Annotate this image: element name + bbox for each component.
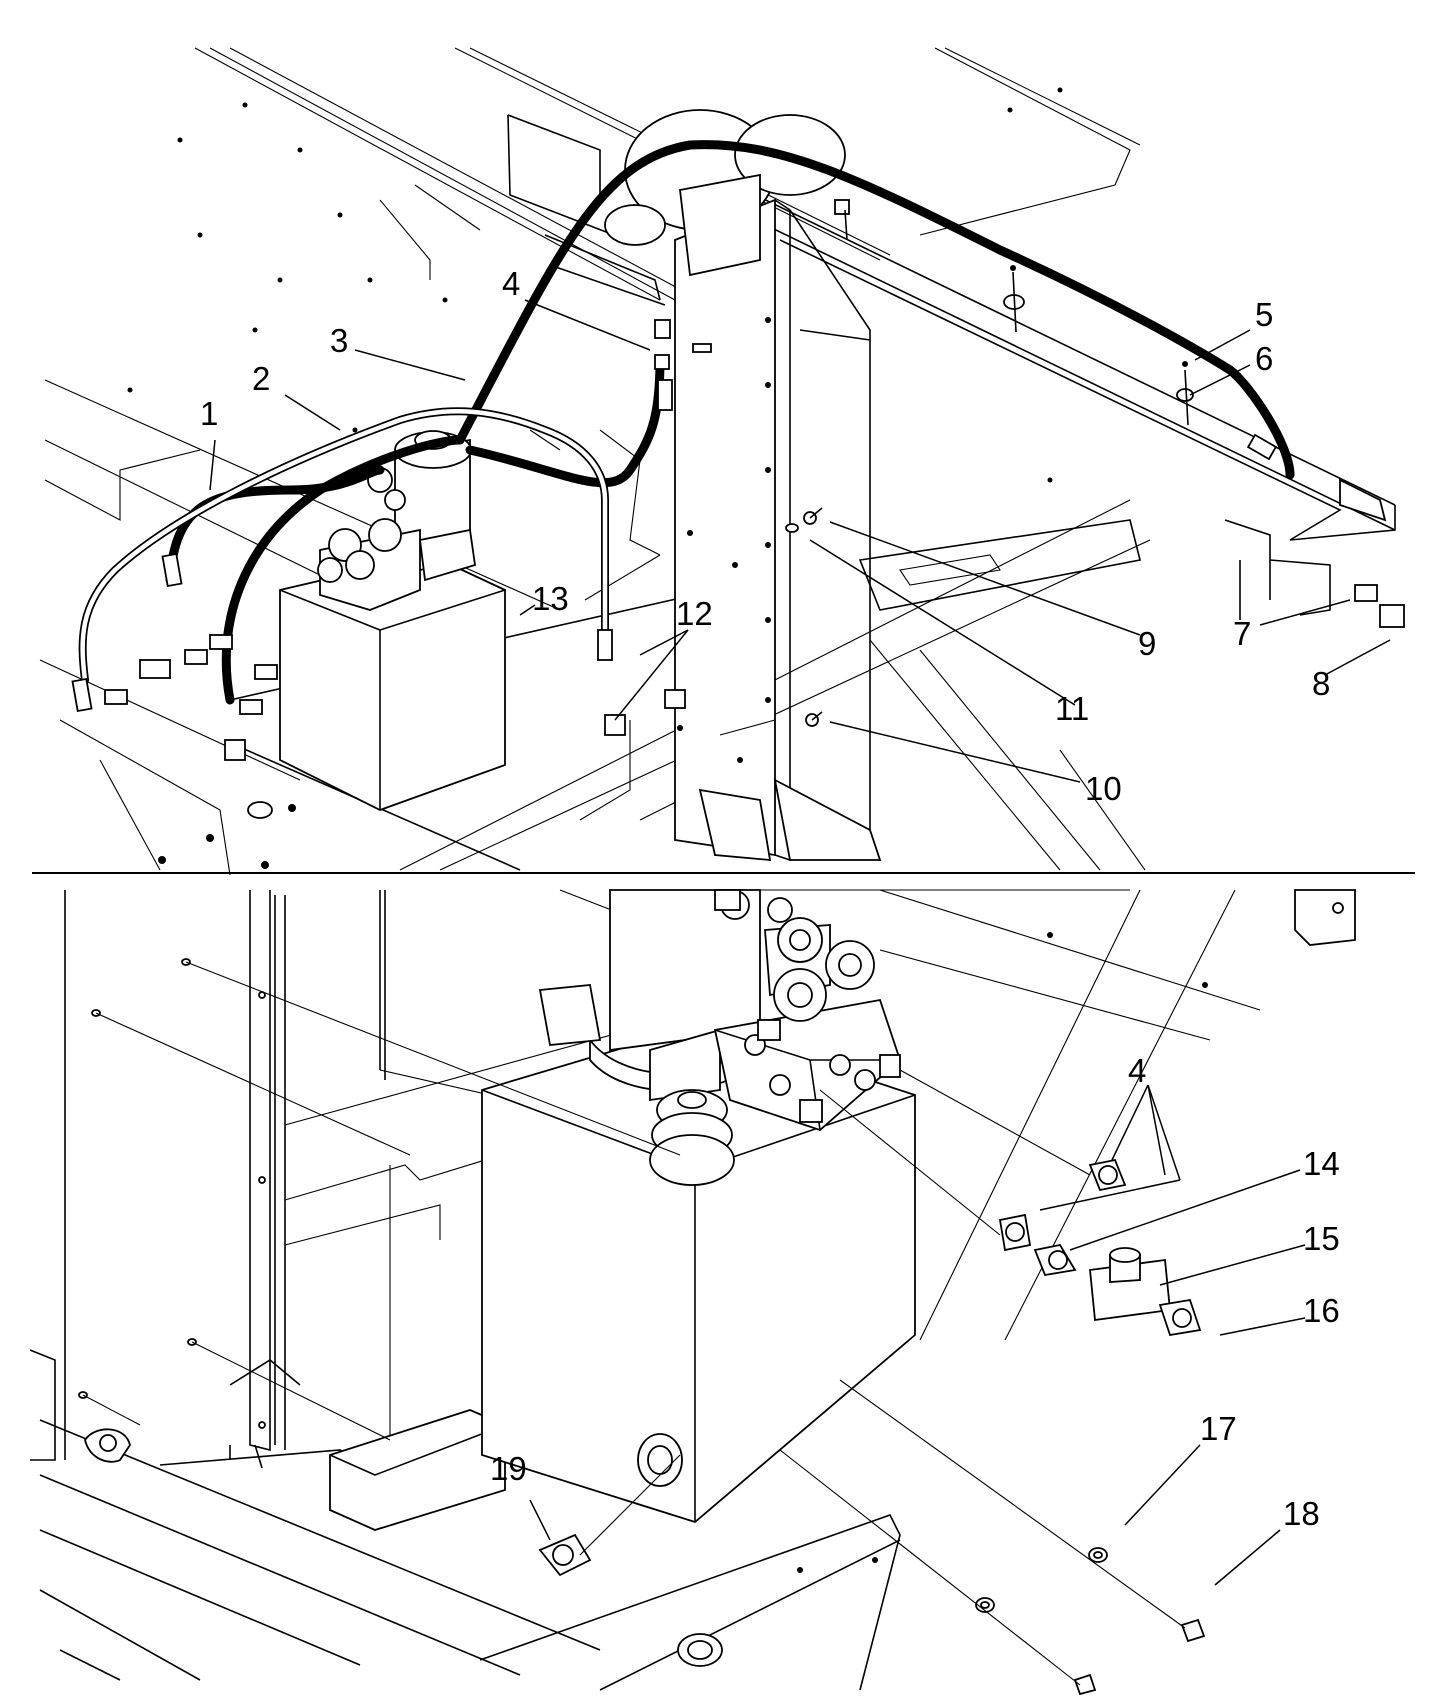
callout-16: 16 (1303, 1292, 1340, 1329)
callout-7: 7 (1233, 615, 1251, 652)
callout-1: 1 (200, 395, 218, 432)
lower-frame (29, 889, 1356, 1691)
callout-15: 15 (1303, 1220, 1340, 1257)
upper-callouts: 1 2 3 4 5 6 7 8 9 10 11 12 13 (200, 265, 1330, 807)
beam-hardware (785, 199, 1405, 727)
hydraulic-hoses (165, 140, 1295, 705)
overhead-beam (744, 189, 1396, 620)
callout-6: 6 (1255, 340, 1273, 377)
callout-3: 3 (330, 322, 348, 359)
lower-motor-manifold (538, 889, 902, 1186)
vertical-mast (674, 198, 882, 862)
callout-17: 17 (1200, 1410, 1237, 1447)
callout-9: 9 (1138, 625, 1156, 662)
upper-leaders (209, 299, 1391, 783)
callout-12: 12 (676, 595, 713, 632)
callout-14: 14 (1303, 1145, 1340, 1182)
callout-18: 18 (1283, 1495, 1320, 1532)
upper-view: 1 2 3 4 5 6 7 8 9 10 11 12 13 (39, 47, 1405, 876)
lower-frame-holes (78, 958, 266, 1429)
steel-tube (78, 407, 609, 684)
callout-5: 5 (1255, 296, 1273, 333)
upper-hydraulic-tank (279, 554, 506, 811)
callout-19: 19 (490, 1450, 527, 1487)
upper-pump-motor (317, 430, 477, 611)
callout-8: 8 (1312, 665, 1330, 702)
callout-4-detail: 4 (1128, 1052, 1146, 1089)
callout-13: 13 (532, 580, 569, 617)
upper-fittings (71, 343, 712, 869)
lower-view: 4 14 15 16 17 18 19 (29, 889, 1356, 1696)
callout-2: 2 (252, 360, 270, 397)
lower-leaders (82, 961, 1306, 1686)
callout-4: 4 (502, 265, 520, 302)
lower-callouts: 4 14 15 16 17 18 19 (490, 1052, 1340, 1532)
rotary-actuator (544, 109, 846, 339)
lower-fittings (84, 1158, 1206, 1696)
callout-11: 11 (1055, 690, 1089, 727)
callout-10: 10 (1085, 770, 1122, 807)
